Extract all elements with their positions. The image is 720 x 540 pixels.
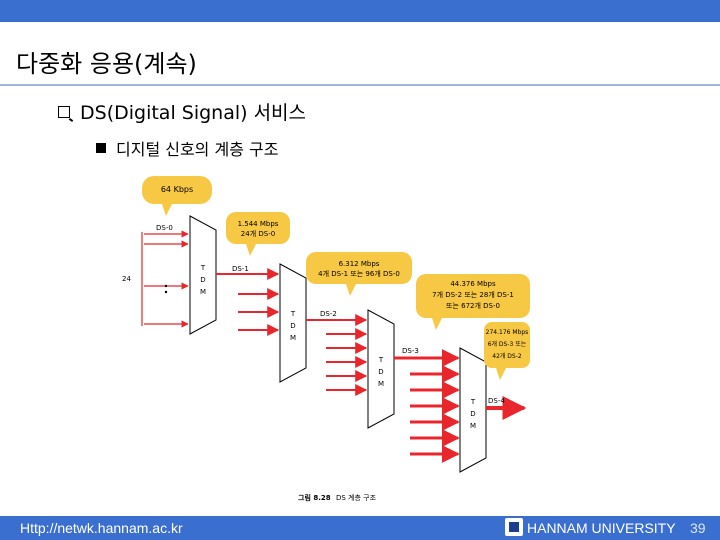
- bullet-level1: DS(Digital Signal) 서비스: [58, 98, 306, 125]
- caption-number: 그림 8.28: [298, 493, 331, 502]
- svg-text:T: T: [470, 398, 476, 406]
- callout-44376: 44.376 Mbps 7개 DS-2 또는 28개 DS-1 또는 672개 …: [416, 274, 530, 330]
- footer-bar: [0, 516, 720, 540]
- svg-text:44.376 Mbps: 44.376 Mbps: [450, 280, 496, 288]
- ds2-label: DS-2: [320, 310, 337, 318]
- ds1-links: DS-1: [216, 265, 280, 336]
- square-bullet-icon: [96, 143, 106, 153]
- svg-text:T: T: [378, 356, 384, 364]
- figure-caption: 그림 8.28 DS 계층 구조: [298, 493, 377, 502]
- callout-64kbps-text: 64 Kbps: [161, 185, 193, 194]
- svg-text:42개 DS-2: 42개 DS-2: [492, 352, 522, 360]
- bullet-level2-text: 디지털 신호의 계층 구조: [116, 140, 279, 159]
- slide-title: 다중화 응용(계속): [16, 50, 197, 78]
- input-count-label: 24: [122, 275, 131, 283]
- svg-text:1.544 Mbps: 1.544 Mbps: [238, 220, 279, 228]
- svg-text:M: M: [378, 380, 384, 388]
- callout-274176: 274.176 Mbps 6개 DS-3 또는 42개 DS-2: [484, 322, 530, 380]
- tdm-mux-2: T D M: [279, 263, 307, 383]
- ds3-links: DS-3: [394, 347, 460, 463]
- page-number: 39: [690, 520, 706, 536]
- callout-6312: 6.312 Mbps 4개 DS-1 또는 96개 DS-0: [306, 252, 412, 296]
- ds2-links: DS-2: [306, 310, 368, 396]
- tdm-mux-1: T D M: [189, 215, 217, 335]
- svg-text:24개 DS-0: 24개 DS-0: [241, 229, 275, 238]
- footer-url: Http://netwk.hannam.ac.kr: [20, 520, 183, 536]
- bullet-level2: 디지털 신호의 계층 구조: [96, 136, 278, 160]
- svg-text:M: M: [290, 334, 296, 342]
- title-divider: [0, 84, 720, 86]
- footer-university: HANNAM UNIVERSITY: [527, 520, 676, 536]
- svg-text:6개 DS-3 또는: 6개 DS-3 또는: [488, 340, 527, 348]
- ds0-inputs: DS-0 24: [122, 224, 189, 328]
- ds4-label: DS-4: [488, 397, 505, 405]
- top-header-bar: [0, 0, 720, 22]
- svg-text:또는 672개 DS-0: 또는 672개 DS-0: [446, 301, 500, 310]
- ds0-label: DS-0: [156, 224, 173, 232]
- svg-text:T: T: [290, 310, 296, 318]
- callout-64kbps: 64 Kbps: [142, 176, 212, 216]
- callout-1544: 1.544 Mbps 24개 DS-0: [226, 212, 290, 256]
- tdm-mux-3: T D M: [367, 309, 395, 429]
- svg-text:D: D: [200, 276, 205, 284]
- ds1-label: DS-1: [232, 265, 249, 273]
- ds3-label: DS-3: [402, 347, 419, 355]
- svg-text:T: T: [200, 264, 206, 272]
- caption-text: DS 계층 구조: [336, 493, 377, 502]
- ds-hierarchy-figure: 64 Kbps DS-0 24 T D M 1.544 Mbps 24개 DS-…: [122, 176, 530, 502]
- q-bullet-icon: [58, 105, 70, 118]
- svg-text:4개 DS-1 또는 96개 DS-0: 4개 DS-1 또는 96개 DS-0: [318, 269, 400, 278]
- svg-text:M: M: [200, 288, 206, 296]
- bullet-level1-text: DS(Digital Signal) 서비스: [80, 102, 307, 124]
- svg-text:274.176 Mbps: 274.176 Mbps: [486, 329, 529, 336]
- svg-text:7개 DS-2 또는 28개 DS-1: 7개 DS-2 또는 28개 DS-1: [432, 290, 514, 299]
- university-logo-icon: [505, 518, 523, 536]
- svg-text:D: D: [378, 368, 383, 376]
- tdm-mux-4: T D M: [459, 347, 487, 473]
- svg-text:D: D: [470, 410, 475, 418]
- ds4-output: DS-4: [486, 396, 527, 420]
- svg-text:D: D: [290, 322, 295, 330]
- svg-text:M: M: [470, 422, 476, 430]
- svg-text:6.312 Mbps: 6.312 Mbps: [339, 260, 380, 268]
